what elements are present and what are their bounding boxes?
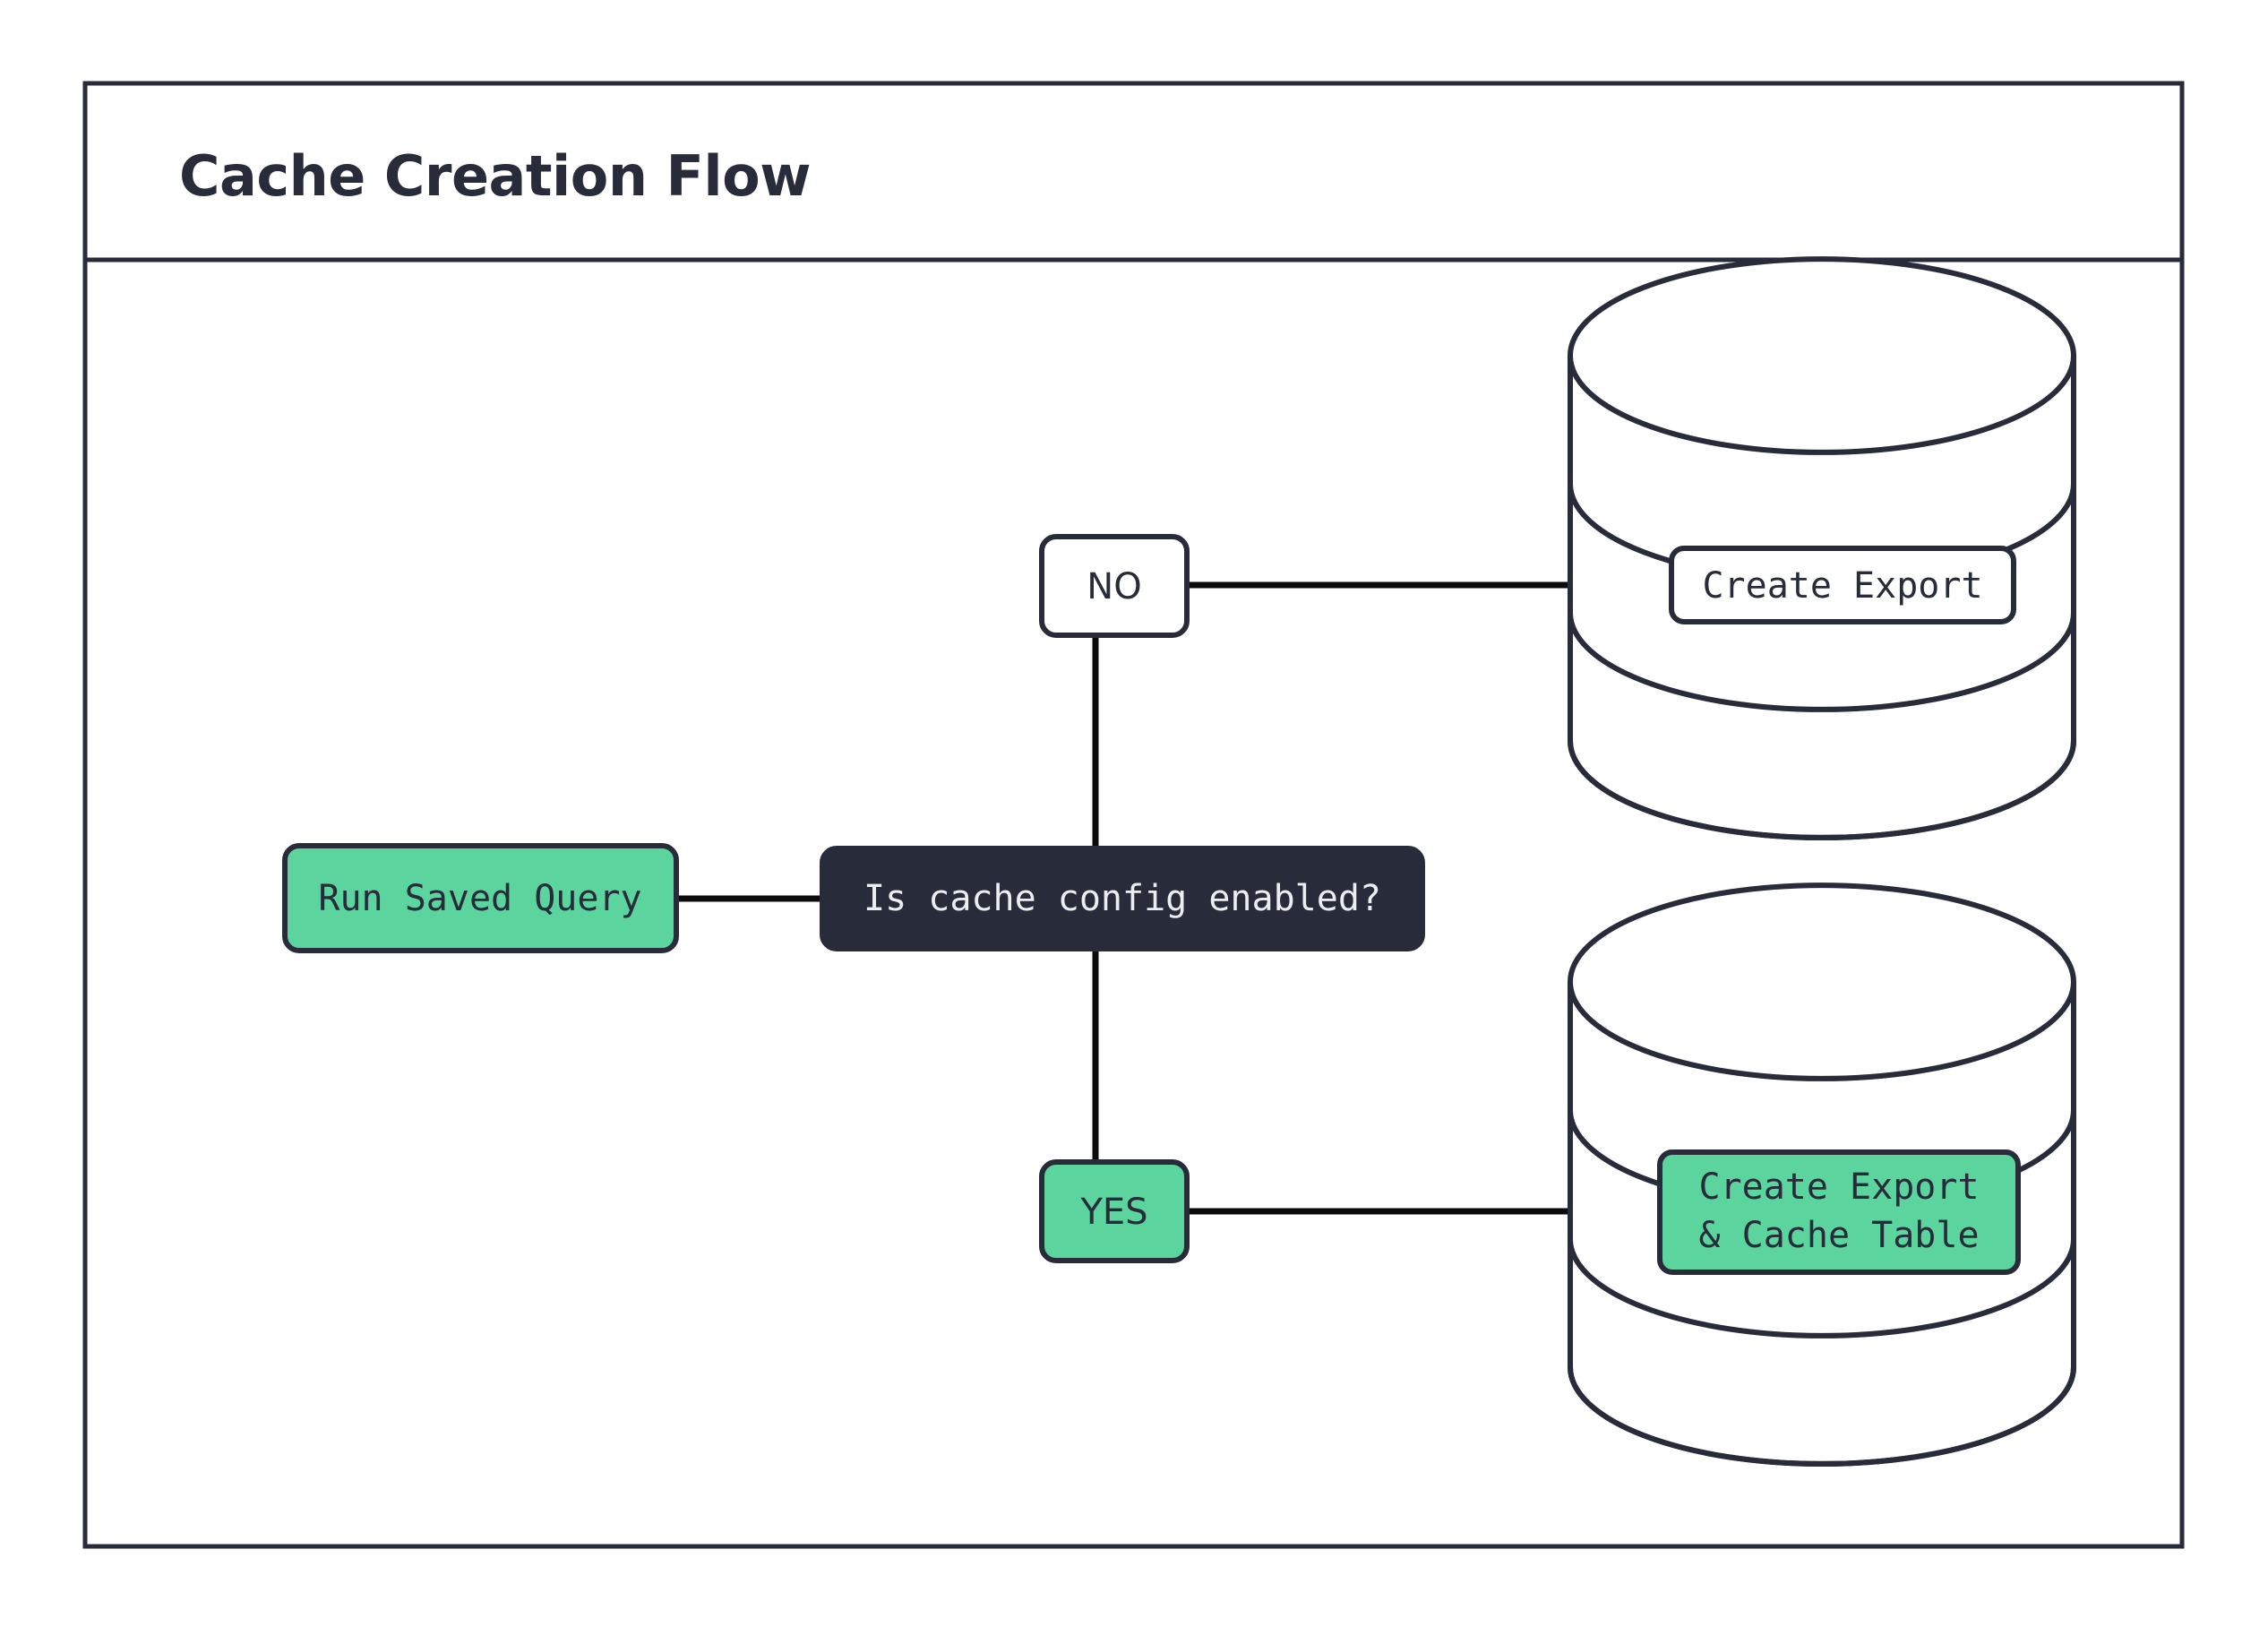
db-top-cylinder[interactable]: Create Export — [1568, 256, 2076, 840]
branch-no-box[interactable] — [1039, 534, 1190, 638]
db-top-rim-1 — [1568, 353, 2076, 455]
db-bottom-label-box[interactable] — [1657, 1149, 2021, 1275]
node-run-saved-query[interactable]: Run Saved Query — [282, 843, 679, 953]
run-saved-query-label: Run Saved Query — [318, 878, 641, 919]
db-top-label: Create Export — [1702, 565, 1982, 607]
page-title: Cache Creation Flow — [179, 143, 811, 209]
run-saved-query-box[interactable] — [282, 843, 679, 953]
db-bottom-rim-1 — [1568, 979, 2076, 1081]
db-top-rim-3 — [1568, 610, 2076, 712]
branch-no-label: NO — [1087, 566, 1141, 607]
db-bottom-label-line2: & Cache Table — [1698, 1215, 1979, 1256]
branch-yes-label: YES — [1079, 1192, 1147, 1233]
node-branch-yes[interactable]: YES — [1039, 1159, 1190, 1263]
db-bottom-label-line1: Create Export — [1698, 1166, 1979, 1208]
node-decision[interactable]: Is cache config enabled? — [820, 846, 1425, 951]
db-top-rim-4 — [1568, 738, 2076, 840]
db-top-label-box[interactable] — [1669, 546, 2016, 624]
db-bottom-rim-3 — [1568, 1236, 2076, 1339]
edge-layer — [674, 581, 1603, 1215]
node-branch-no[interactable]: NO — [1039, 534, 1190, 638]
decision-box[interactable] — [820, 846, 1425, 951]
db-bottom-cylinder[interactable]: Create Export & Cache Table — [1568, 882, 2076, 1467]
branch-yes-box[interactable] — [1039, 1159, 1190, 1263]
db-bottom-rim-4 — [1568, 1364, 2076, 1467]
decision-label: Is cache config enabled? — [863, 878, 1381, 919]
